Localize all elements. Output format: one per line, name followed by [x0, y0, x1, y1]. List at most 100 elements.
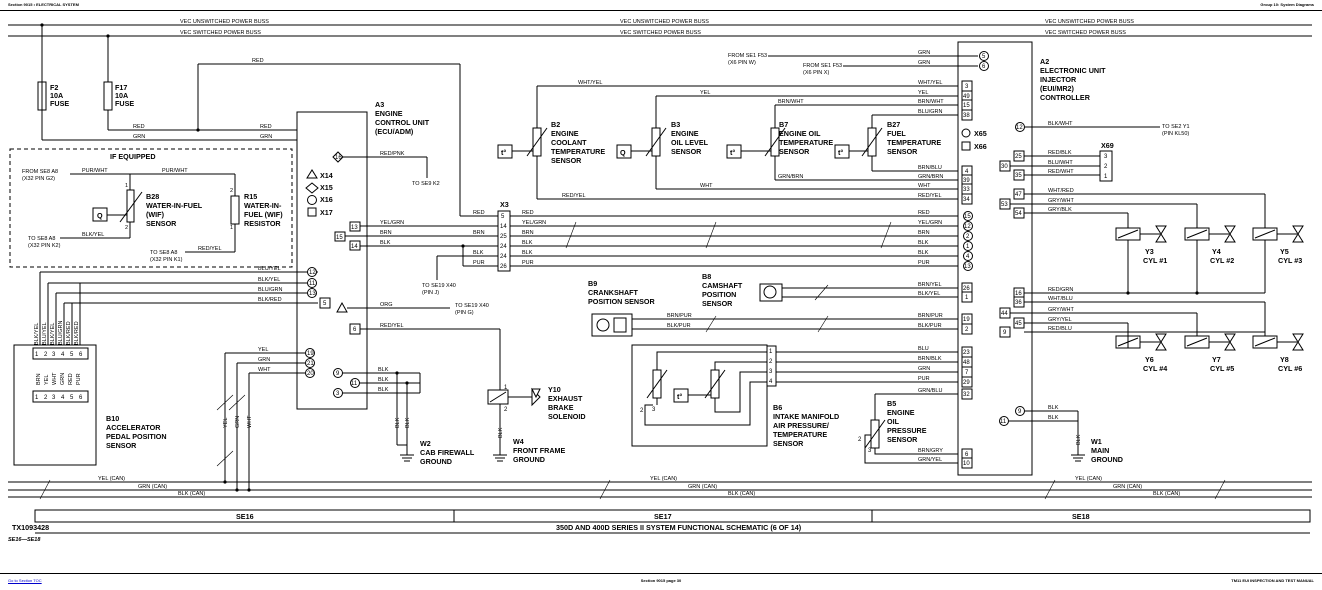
svg-text:BRN: BRN: [918, 230, 930, 236]
diagram-title: 350D AND 400D SERIES II SYSTEM FUNCTIONA…: [556, 523, 802, 532]
svg-text:PUR: PUR: [76, 373, 82, 385]
svg-text:4: 4: [769, 379, 773, 385]
svg-text:(PIN KL50): (PIN KL50): [1162, 131, 1189, 137]
svg-text:FUEL: FUEL: [887, 129, 906, 138]
svg-text:ORG: ORG: [380, 302, 393, 308]
svg-text:6: 6: [982, 64, 986, 70]
svg-text:RED: RED: [473, 210, 485, 216]
svg-text:SOLENOID: SOLENOID: [548, 412, 586, 421]
svg-text:2: 2: [640, 408, 644, 414]
toc-link[interactable]: Go to Section TOC: [8, 578, 42, 583]
svg-text:BLK/PUR: BLK/PUR: [918, 323, 942, 329]
svg-text:2: 2: [966, 234, 970, 240]
svg-text:YEL: YEL: [918, 90, 928, 96]
svg-text:SENSOR: SENSOR: [779, 147, 810, 156]
svg-text:BRN/WHT: BRN/WHT: [918, 99, 944, 105]
section-label: SE18: [1072, 512, 1090, 521]
svg-text:9: 9: [1018, 409, 1022, 415]
svg-text:2: 2: [769, 359, 773, 365]
svg-text:3: 3: [652, 407, 656, 413]
svg-text:CYL #1: CYL #1: [1143, 256, 1167, 265]
svg-text:GRY/WHT: GRY/WHT: [1048, 198, 1075, 204]
svg-text:t°: t°: [838, 148, 843, 157]
svg-text:32: 32: [963, 392, 970, 398]
svg-text:EXHAUST: EXHAUST: [548, 394, 583, 403]
svg-text:ENGINE: ENGINE: [551, 129, 579, 138]
svg-text:19: 19: [307, 351, 314, 357]
svg-text:B27: B27: [887, 120, 900, 129]
sensor-b3: Q B3 ENGINE OIL LEVEL SENSOR: [616, 96, 709, 189]
svg-text:(PIN G): (PIN G): [455, 310, 474, 316]
q-symbol: Q: [97, 211, 103, 220]
svg-text:FROM SE1 F53: FROM SE1 F53: [803, 63, 842, 69]
svg-text:B28: B28: [146, 192, 159, 201]
svg-text:1: 1: [966, 244, 970, 250]
svg-text:BLK/YEL: BLK/YEL: [50, 323, 56, 345]
svg-text:BLK: BLK: [378, 387, 389, 393]
svg-text:2: 2: [44, 395, 48, 401]
svg-text:Y7: Y7: [1212, 355, 1221, 364]
svg-text:YEL (CAN): YEL (CAN): [98, 476, 125, 482]
svg-text:TO SE19 X40: TO SE19 X40: [422, 283, 456, 289]
svg-text:PUR/WHT: PUR/WHT: [82, 168, 108, 174]
svg-text:RED/WHT: RED/WHT: [1048, 169, 1074, 175]
svg-text:9: 9: [336, 371, 340, 377]
svg-text:BRN: BRN: [522, 230, 534, 236]
svg-text:CYL #3: CYL #3: [1278, 256, 1302, 265]
svg-text:FROM SE8 A8: FROM SE8 A8: [22, 169, 58, 175]
sensor-b10: BLK/YEL BLU/YEL BLK/YEL BLU/GRN BLK/RED …: [13, 321, 167, 466]
svg-text:3: 3: [52, 352, 56, 358]
svg-text:6: 6: [965, 452, 969, 458]
svg-text:YEL/GRN: YEL/GRN: [380, 220, 404, 226]
svg-text:(EUI/MR2): (EUI/MR2): [1040, 84, 1075, 93]
svg-text:A3: A3: [375, 100, 384, 109]
svg-text:11: 11: [1000, 419, 1007, 425]
fuse-f17: F17 10A FUSE: [103, 34, 134, 130]
svg-text:CYL #2: CYL #2: [1210, 256, 1234, 265]
svg-text:BLU/GRN: BLU/GRN: [58, 321, 64, 345]
svg-text:BLU: BLU: [918, 346, 929, 352]
svg-text:2: 2: [1104, 164, 1108, 170]
svg-text:4: 4: [966, 254, 970, 260]
svg-text:CONTROLLER: CONTROLLER: [1040, 93, 1091, 102]
sensor-b5: GRN/BLU 32 B5 ENGINE OIL PRESSURE SENSOR…: [858, 388, 973, 469]
page-header: Section 9015 • ELECTRICAL SYSTEM Group 1…: [0, 0, 1322, 11]
sensor-b7: t° B7 ENGINE OIL TEMPERATURE SENSOR: [726, 105, 833, 180]
svg-text:BRAKE: BRAKE: [548, 403, 574, 412]
svg-text:CONTROL UNIT: CONTROL UNIT: [375, 118, 430, 127]
svg-text:36: 36: [1015, 300, 1022, 306]
power-busses: VEC UNSWITCHED POWER BUSS VEC UNSWITCHED…: [8, 19, 1312, 37]
svg-text:Y6: Y6: [1145, 355, 1154, 364]
svg-text:A2: A2: [1040, 57, 1049, 66]
svg-text:11: 11: [309, 281, 316, 287]
wire-label: GRN: [260, 134, 272, 140]
svg-text:YEL: YEL: [44, 375, 50, 385]
svg-text:26: 26: [963, 286, 970, 292]
svg-text:RED/PNK: RED/PNK: [380, 151, 405, 157]
svg-text:t°: t°: [677, 392, 682, 401]
svg-text:RED: RED: [918, 210, 930, 216]
svg-text:ACCELERATOR: ACCELERATOR: [106, 423, 161, 432]
svg-text:6: 6: [79, 352, 83, 358]
svg-text:BLU/YEL: BLU/YEL: [258, 266, 281, 272]
svg-text:PEDAL POSITION: PEDAL POSITION: [106, 432, 167, 441]
bus-label-switched: VEC SWITCHED POWER BUSS: [1045, 30, 1126, 36]
svg-text:POSITION SENSOR: POSITION SENSOR: [588, 297, 656, 306]
svg-text:GRY/BLK: GRY/BLK: [1048, 207, 1072, 213]
diagram-id: TX1093428: [12, 523, 49, 532]
a3-lower-pins: 12 BLU/YEL BLK/YEL 13 BLU/GRN 5 BLK/RED …: [39, 266, 501, 390]
svg-text:X69: X69: [1101, 141, 1114, 150]
svg-text:2: 2: [504, 407, 508, 413]
section-strip: SE16 SE17 SE18 TX1093428 350D AND 400D S…: [8, 509, 1311, 543]
svg-text:YEL (CAN): YEL (CAN): [1075, 476, 1102, 482]
section-label: SE16: [236, 512, 254, 521]
svg-text:34: 34: [963, 197, 970, 203]
svg-text:BLK/PUR: BLK/PUR: [667, 323, 691, 329]
svg-text:WHT: WHT: [247, 415, 253, 428]
svg-text:COOLANT: COOLANT: [551, 138, 587, 147]
svg-text:16: 16: [1015, 291, 1022, 297]
a2-right: 12 BLK/WHT TO SE2 Y1 (PIN KL50) X69 3 2 …: [999, 121, 1190, 182]
svg-text:GRN: GRN: [258, 357, 270, 363]
svg-text:TO SE8 A8: TO SE8 A8: [150, 250, 177, 256]
